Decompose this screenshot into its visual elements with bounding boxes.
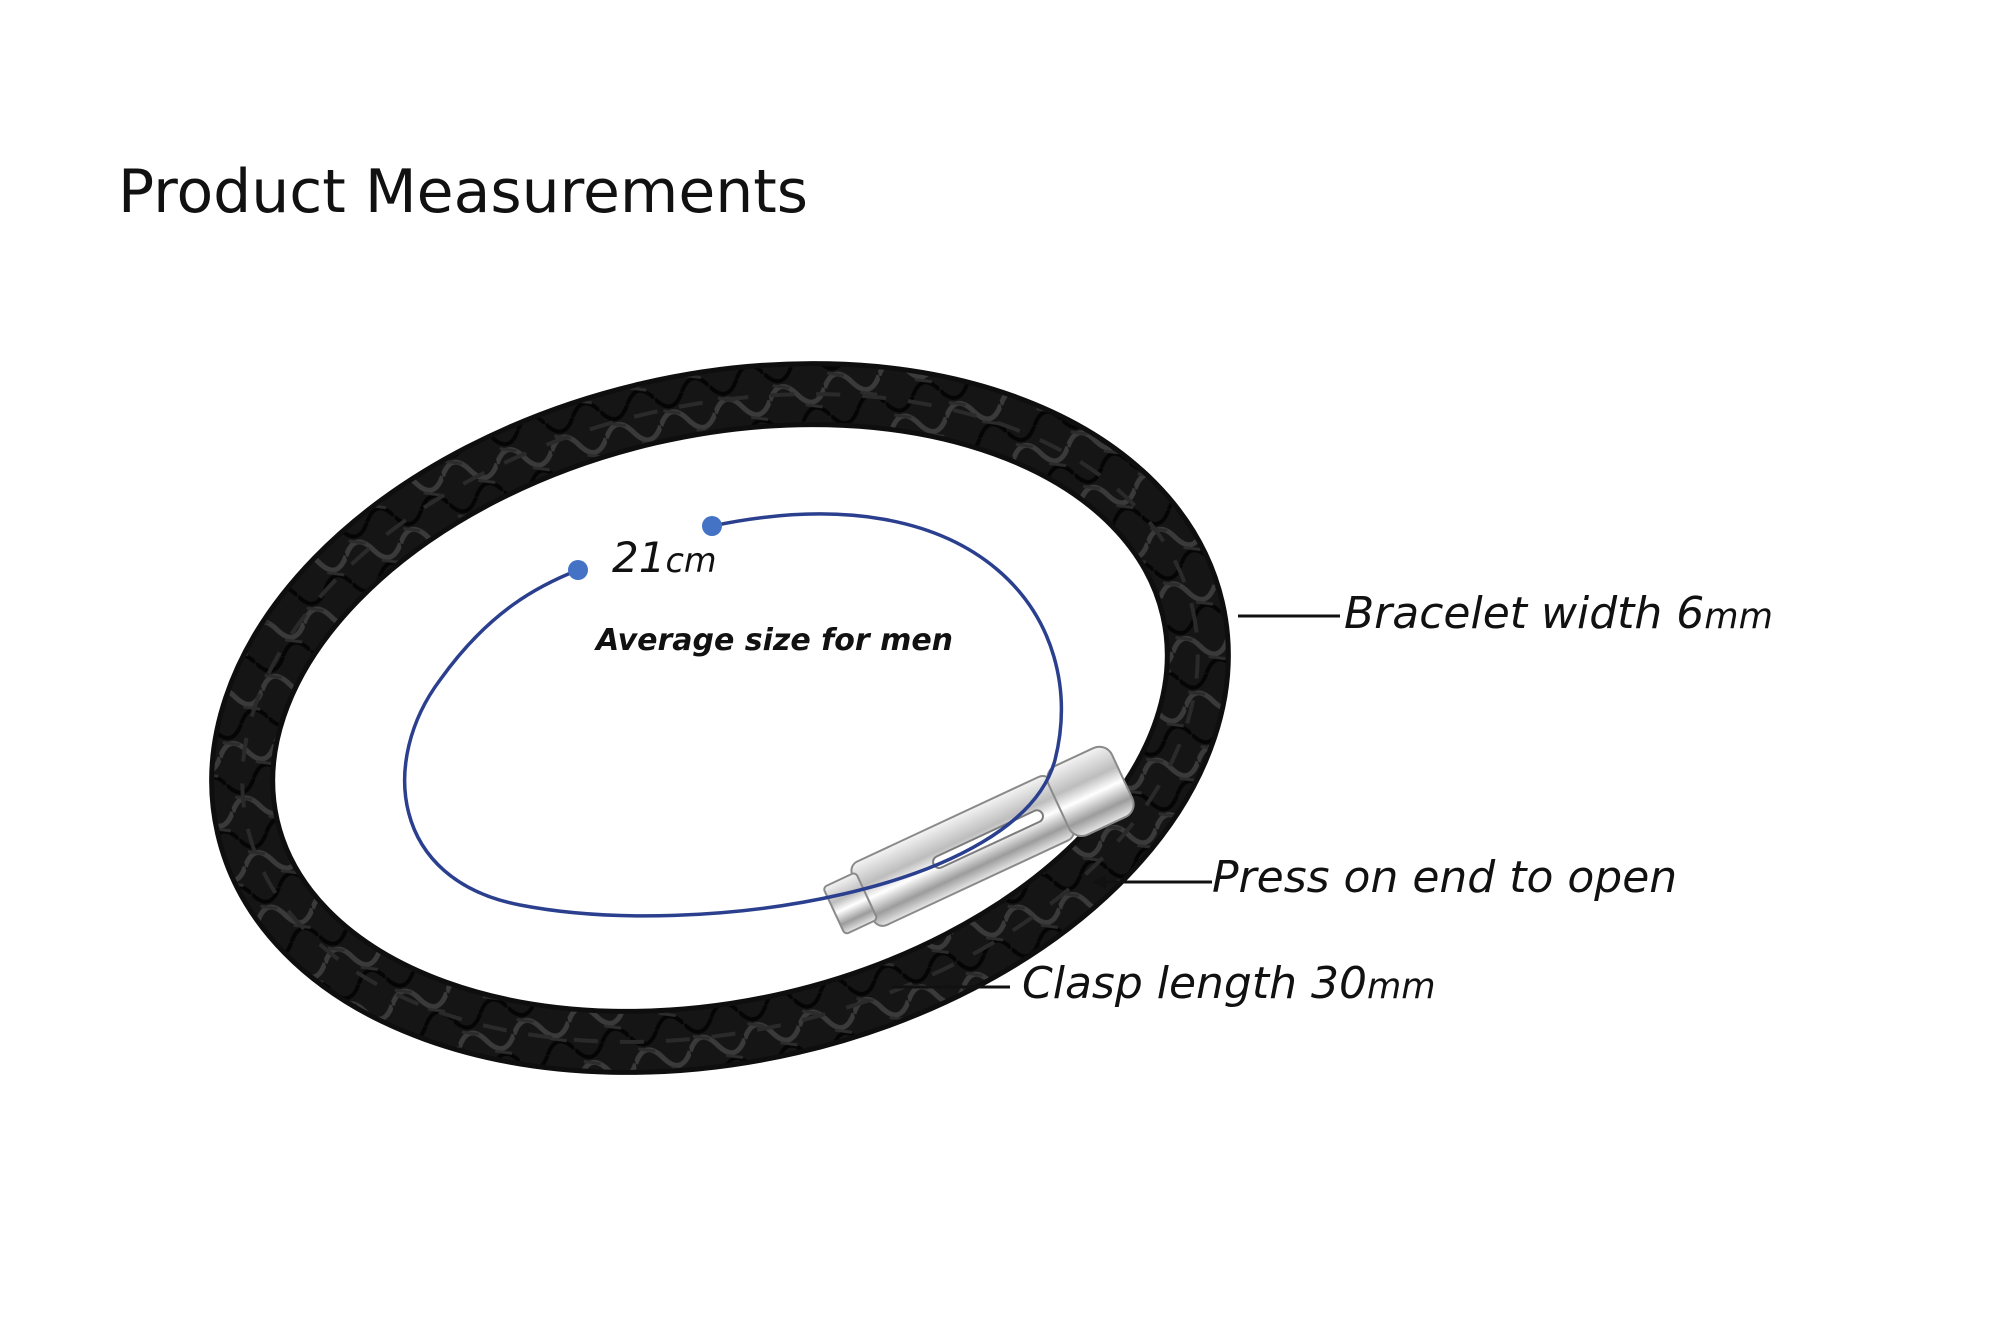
circumference-label: 21cm xyxy=(612,537,717,579)
average-size-note: Average size for men xyxy=(596,623,954,658)
bracelet-width-unit: mm xyxy=(1704,596,1773,637)
leather-band xyxy=(209,361,1231,1075)
circumference-value: 21 xyxy=(612,533,666,582)
clasp-length-label: Clasp length 30mm xyxy=(1022,962,1436,1006)
circumference-arc xyxy=(402,512,1064,918)
press-callout-arrow xyxy=(1092,875,1212,889)
circumference-measure xyxy=(402,512,1064,918)
press-to-open-label: Press on end to open xyxy=(1212,852,1678,903)
clasp-length-unit: mm xyxy=(1366,966,1436,1007)
circumference-unit: cm xyxy=(665,541,717,580)
clasp-length-text: Clasp length 30 xyxy=(1022,958,1367,1009)
page-title: Product Measurements xyxy=(118,157,809,227)
bracelet-width-text: Bracelet width 6 xyxy=(1344,588,1705,639)
measure-end-dot xyxy=(568,560,588,580)
measure-start-dot xyxy=(702,516,722,536)
bracelet-width-label: Bracelet width 6mm xyxy=(1344,592,1773,636)
